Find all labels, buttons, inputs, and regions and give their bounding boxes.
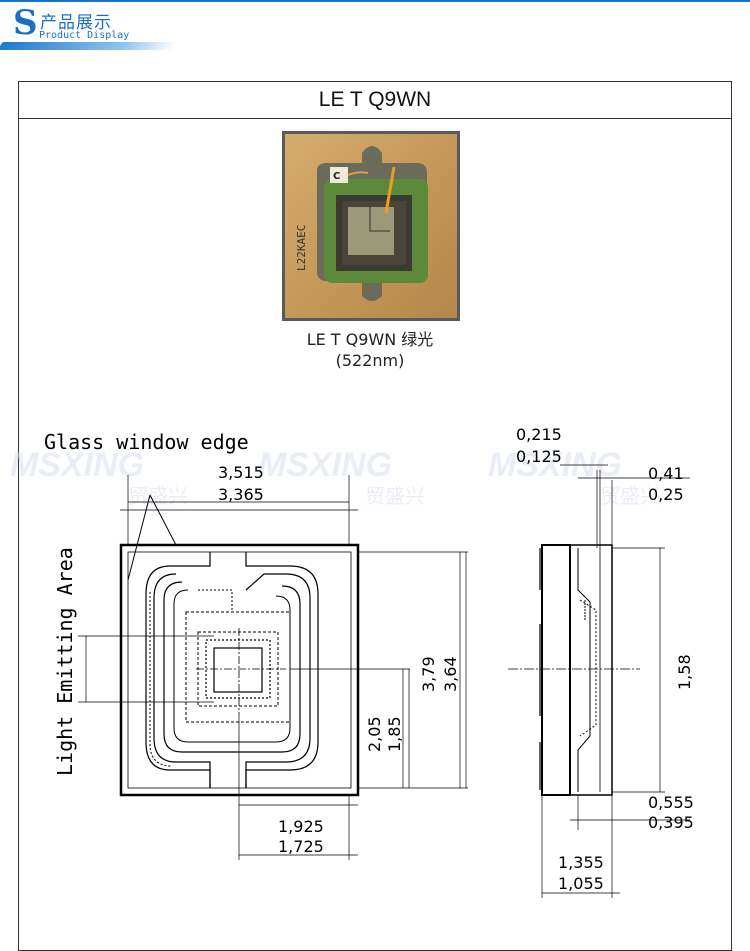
header-title-en: Product Display <box>39 30 130 41</box>
product-caption: LE T Q9WN 绿光 <box>306 330 434 349</box>
product-wavelength: (522nm) <box>335 351 405 370</box>
watermark-cn-3: 贸盛兴 <box>600 484 660 508</box>
glass-window-label: Glass window edge <box>44 430 249 454</box>
dim-top-width-max: 3,515 <box>218 463 264 482</box>
dim-center-y-max: 2,05 <box>365 716 384 752</box>
dim-height-min: 3,64 <box>441 656 460 692</box>
header-logo-letter: S <box>13 3 38 43</box>
dim-top-width-min: 3,365 <box>218 485 264 504</box>
dim-side-top-max: 0,41 <box>648 464 684 483</box>
product-title: LE T Q9WN <box>318 88 432 111</box>
light-area-label: Light Emitting Area <box>53 547 77 776</box>
dim-center-y-min: 1,85 <box>385 716 404 752</box>
top-rule <box>0 0 750 2</box>
watermark: MSXING MSXING MSXING 贸盛兴 贸盛兴 贸盛兴 <box>10 446 660 508</box>
dim-side-top-min: 0,25 <box>648 485 684 504</box>
watermark-brand-2: MSXING <box>258 446 392 484</box>
dim-side-depth-min: 1,055 <box>558 874 604 893</box>
dim-side-glass-min: 0,125 <box>516 447 562 466</box>
dim-side-depth-max: 1,355 <box>558 853 604 872</box>
watermark-cn-2: 贸盛兴 <box>365 484 425 508</box>
chip-marking: L22KAEC <box>295 225 308 271</box>
dim-side-glass-max: 0,215 <box>516 425 562 444</box>
svg-text:C: C <box>333 171 340 182</box>
watermark-cn-1: 贸盛兴 <box>128 484 188 508</box>
dim-center-x-min: 1,725 <box>278 837 324 856</box>
dim-center-x-max: 1,925 <box>278 817 324 836</box>
dim-side-bottom-max: 0,555 <box>648 793 694 812</box>
chip-photo: C L22KAEC <box>282 131 460 321</box>
dim-side-bottom-min: 0,395 <box>648 813 694 832</box>
title-row: LE T Q9WN <box>18 81 732 119</box>
dim-side-height: 1,58 <box>675 654 694 690</box>
header-title-cn: 产品展示 <box>40 13 112 33</box>
dim-height-max: 3,79 <box>419 656 438 692</box>
watermark-brand-1: MSXING <box>10 446 144 484</box>
